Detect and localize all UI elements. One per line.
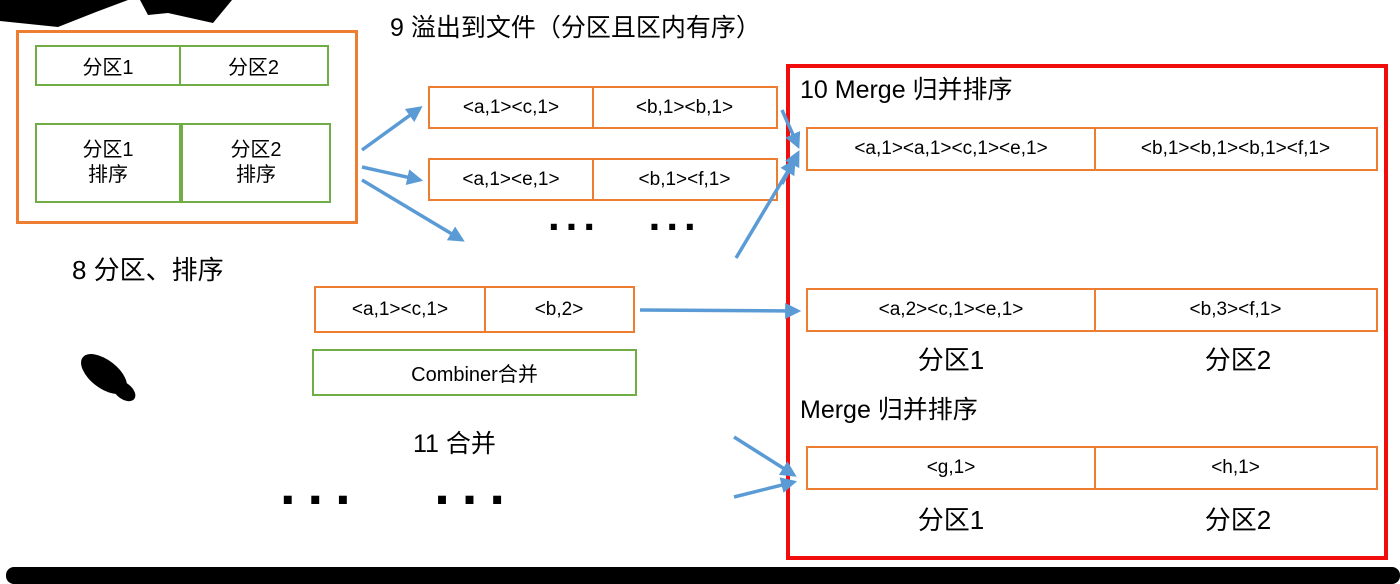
- combine-input-row: <a,1><c,1> <b,2>: [314, 286, 635, 333]
- buffer-row-sorted: 分区1 排序 分区2 排序: [35, 123, 331, 203]
- arrow-combine-to-merge: [639, 302, 802, 319]
- ink-blob-left: [81, 354, 127, 394]
- arrow-bottom-lower-to-merge: [733, 477, 798, 499]
- spill-ellipsis: ... ...: [548, 192, 702, 239]
- partition-buffer-box: 分区1 分区2 分区1 排序 分区2 排序: [16, 30, 358, 224]
- merge-row-3: <g,1> <h,1>: [806, 446, 1378, 490]
- cell-label: 分区2: [230, 139, 282, 161]
- merge1-partition2-cell: <b,1><b,1><b,1><f,1>: [1093, 127, 1378, 171]
- ink-blob-topleft-1: [0, 0, 128, 27]
- more-spills-ellipsis: ... ...: [280, 453, 517, 516]
- combiner-box: Combiner合并: [312, 349, 637, 396]
- partition2-sorted-cell: 分区2 排序: [181, 123, 331, 203]
- merge-subtitle: Merge 归并排序: [800, 396, 978, 424]
- partition1-cell: 分区1: [35, 45, 181, 86]
- merge2-partition1-cell: <a,2><c,1><e,1>: [806, 288, 1096, 332]
- spill-file-1: <a,1><c,1> <b,1><b,1>: [428, 86, 778, 129]
- cell-label: 排序: [236, 164, 276, 186]
- step10-title: 10 Merge 归并排序: [800, 76, 1013, 104]
- step11-caption: 11 合并: [413, 430, 496, 458]
- partition1-caption: 分区1: [917, 505, 985, 535]
- combine-partition1-cell: <a,1><c,1>: [314, 286, 486, 333]
- partition2-cell: 分区2: [178, 45, 329, 86]
- merge2-partition2-cell: <b,3><f,1>: [1093, 288, 1378, 332]
- step9-title: 9 溢出到文件（分区且区内有序）: [390, 14, 761, 42]
- partition1-caption: 分区1: [917, 345, 985, 375]
- merge1-partition1-cell: <a,1><a,1><c,1><e,1>: [806, 127, 1096, 171]
- step8-caption: 8 分区、排序: [72, 255, 224, 285]
- partition2-caption: 分区2: [1204, 505, 1272, 535]
- partition2-caption: 分区2: [1204, 345, 1272, 375]
- combiner-box-row: Combiner合并: [312, 349, 637, 396]
- partition1-sorted-cell: 分区1 排序: [35, 123, 181, 203]
- merge-row-2-captions: 分区1 分区2: [806, 340, 1380, 377]
- spill1-partition1-cell: <a,1><c,1>: [428, 86, 594, 129]
- spill1-partition2-cell: <b,1><b,1>: [591, 86, 778, 129]
- ink-blob-left-small: [112, 380, 136, 402]
- arrow-buffer-to-spill1: [360, 106, 423, 152]
- merge-row-3-captions: 分区1 分区2: [806, 500, 1380, 537]
- merge3-partition2-cell: <h,1>: [1093, 446, 1378, 490]
- cell-label: 分区1: [82, 139, 134, 161]
- cell-label: 排序: [88, 164, 128, 186]
- ink-blob-topleft-2: [140, 0, 232, 23]
- arrow-buffer-to-spill2: [361, 165, 424, 186]
- merge3-partition1-cell: <g,1>: [806, 446, 1096, 490]
- merge-row-2: <a,2><c,1><e,1> <b,3><f,1>: [806, 288, 1378, 332]
- buffer-row-partitions: 分区1 分区2: [35, 45, 329, 86]
- arrow-bottom-upper-to-merge: [733, 435, 797, 477]
- combine-partition2-cell: <b,2>: [483, 286, 635, 333]
- merge-row-1: <a,1><a,1><c,1><e,1> <b,1><b,1><b,1><f,1…: [806, 127, 1378, 171]
- ink-bar-bottom: [6, 567, 1400, 584]
